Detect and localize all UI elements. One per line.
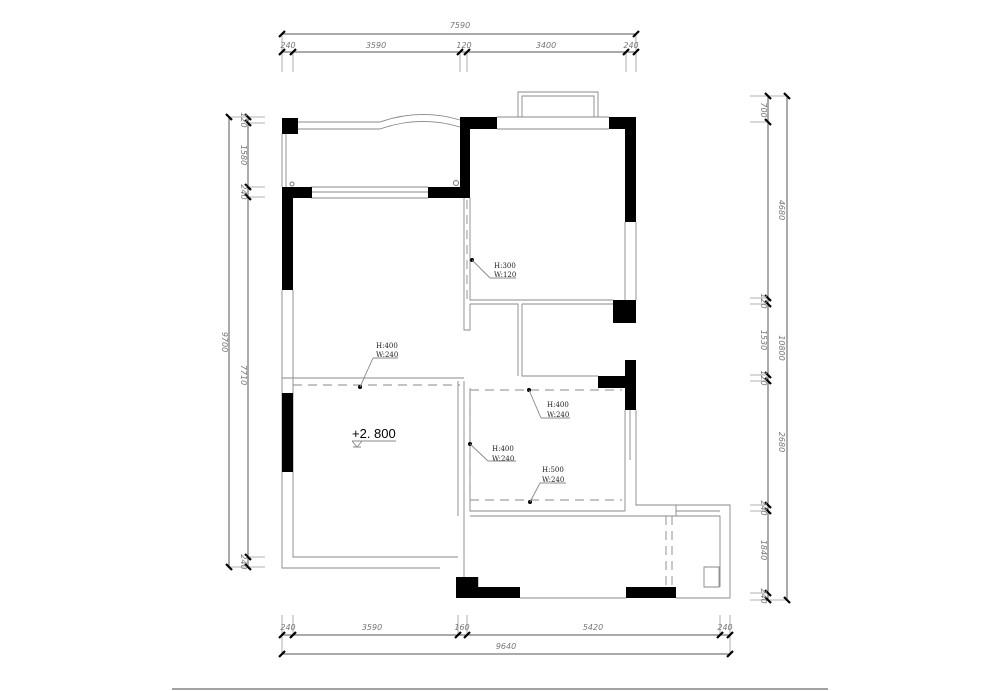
pipe-icon — [289, 181, 295, 187]
dim-top-seg: 240 — [280, 41, 295, 50]
beam-lines — [293, 200, 673, 587]
dim-bottom-seg: 5420 — [583, 623, 603, 632]
svg-text:H:300: H:300 — [494, 262, 516, 270]
dim-right-seg: 240 — [759, 500, 768, 515]
dim-right-seg: 2680 — [777, 432, 786, 452]
right-dimension: 700 4680 120 1530 120 2680 240 1840 240 … — [750, 92, 791, 604]
svg-text:W:240: W:240 — [542, 476, 564, 484]
svg-text:H:400: H:400 — [547, 401, 569, 409]
dim-left-seg: 7710 — [239, 365, 248, 385]
left-dimension: 120 1580 240 7710 240 9700 — [220, 112, 265, 571]
svg-text:H:400: H:400 — [376, 342, 398, 350]
dim-bottom-total: 9640 — [496, 642, 516, 651]
wall-outlines — [281, 91, 731, 599]
svg-text:W:240: W:240 — [376, 351, 398, 359]
dim-left-seg: 240 — [239, 554, 248, 569]
beam-annotation: H:500 W:240 — [528, 466, 566, 504]
bottom-dimension: 240 3590 160 5420 240 9640 — [278, 615, 734, 658]
svg-text:W:120: W:120 — [494, 271, 516, 279]
dim-right-seg: 240 — [759, 588, 768, 603]
beam-annotation: H:400 W:240 — [527, 388, 570, 419]
pipe-icon — [453, 180, 459, 186]
floor-level-mark: +2. 800 — [351, 426, 396, 448]
beam-annotation: H:300 W:120 — [470, 258, 516, 279]
svg-text:W:240: W:240 — [492, 455, 514, 463]
dim-top-seg: 3590 — [366, 41, 386, 50]
dim-left-seg: 120 — [239, 112, 248, 127]
svg-text:W:240: W:240 — [547, 411, 569, 419]
dim-top-seg: 120 — [456, 41, 471, 50]
dim-left-seg: 240 — [239, 184, 248, 199]
dim-right-seg: 1530 — [759, 330, 768, 350]
dim-bottom-seg: 160 — [454, 623, 469, 632]
dim-bottom-seg: 3590 — [362, 623, 382, 632]
svg-text:+2. 800: +2. 800 — [352, 426, 396, 441]
dim-right-seg: 700 — [759, 102, 768, 117]
svg-text:H:400: H:400 — [492, 445, 514, 453]
dim-right-total: 10800 — [777, 335, 786, 360]
dim-right-seg: 120 — [759, 370, 768, 385]
structural-walls — [282, 117, 676, 598]
dim-right-seg: 1840 — [759, 540, 768, 560]
dim-right-seg: 120 — [759, 293, 768, 308]
dim-left-seg: 1580 — [239, 145, 248, 165]
dim-bottom-seg: 240 — [280, 623, 295, 632]
top-dimension: 7590 240 3590 120 3400 240 — [278, 21, 640, 72]
dim-top-seg: 3400 — [536, 41, 556, 50]
dim-right-seg: 4680 — [777, 200, 786, 220]
dim-top-total: 7590 — [450, 21, 470, 30]
dim-top-seg: 240 — [623, 41, 638, 50]
dim-left-total: 9700 — [220, 332, 229, 352]
beam-annotation: H:400 W:240 — [358, 342, 398, 389]
beam-annotation: H:400 W:240 — [468, 442, 516, 463]
svg-text:H:500: H:500 — [542, 466, 564, 474]
dim-bottom-seg: 240 — [717, 623, 732, 632]
